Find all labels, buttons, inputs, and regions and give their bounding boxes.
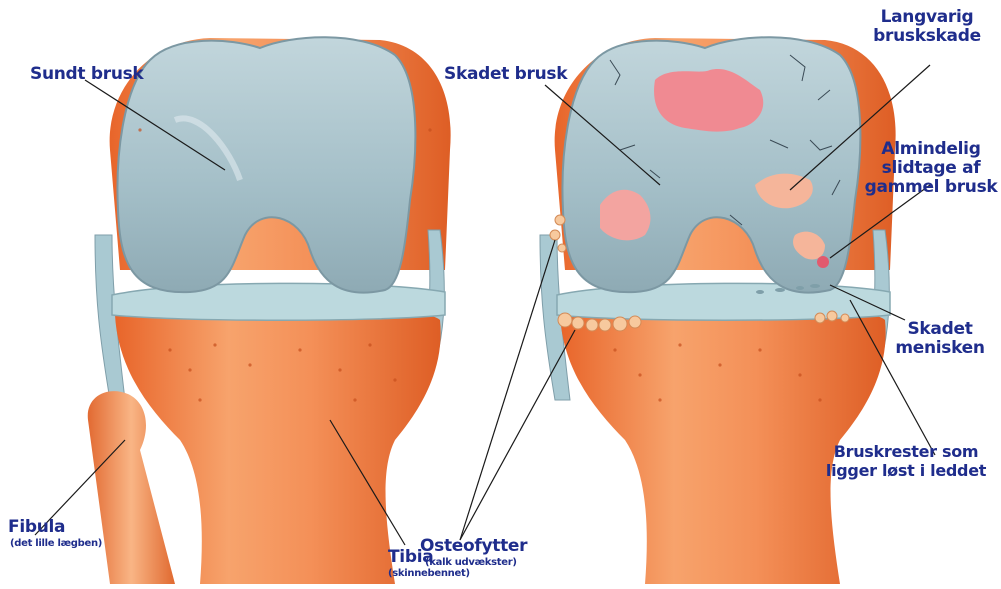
label-osteofytter: Osteofytter xyxy=(420,537,527,556)
label-langvarig-line2: bruskskade xyxy=(862,27,992,46)
label-bruskrester: Bruskrester som ligger løst i leddet xyxy=(815,442,997,480)
label-fibula: Fibula xyxy=(8,518,65,537)
label-skadet-menisken-line1: Skadet xyxy=(890,320,990,339)
label-skadet-menisken-line2: menisken xyxy=(890,339,990,358)
label-sundt-brusk: Sundt brusk xyxy=(30,65,143,84)
label-tibia-sub: (skinnebennet) xyxy=(388,568,470,580)
label-bruskrester-line1: Bruskrester som xyxy=(815,442,997,461)
label-langvarig-line1: Langvarig xyxy=(862,8,992,27)
label-almindelig-line1: Almindelig xyxy=(862,140,1000,159)
label-bruskrester-line2: ligger løst i leddet xyxy=(815,461,997,480)
label-skadet-menisken: Skadet menisken xyxy=(890,320,990,358)
label-langvarig-bruskskade: Langvarig bruskskade xyxy=(862,8,992,46)
label-skadet-brusk: Skadet brusk xyxy=(444,65,567,84)
label-osteofytter-sub: (kalk udvækster) xyxy=(425,557,517,569)
label-almindelig-line2: slidtage af xyxy=(862,159,1000,178)
label-almindelig-slidtage: Almindelig slidtage af gammel brusk xyxy=(862,140,1000,197)
label-almindelig-line3: gammel brusk xyxy=(862,178,1000,197)
damaged-knee xyxy=(540,37,896,584)
label-fibula-sub: (det lille lægben) xyxy=(10,538,102,550)
healthy-knee xyxy=(88,37,451,584)
